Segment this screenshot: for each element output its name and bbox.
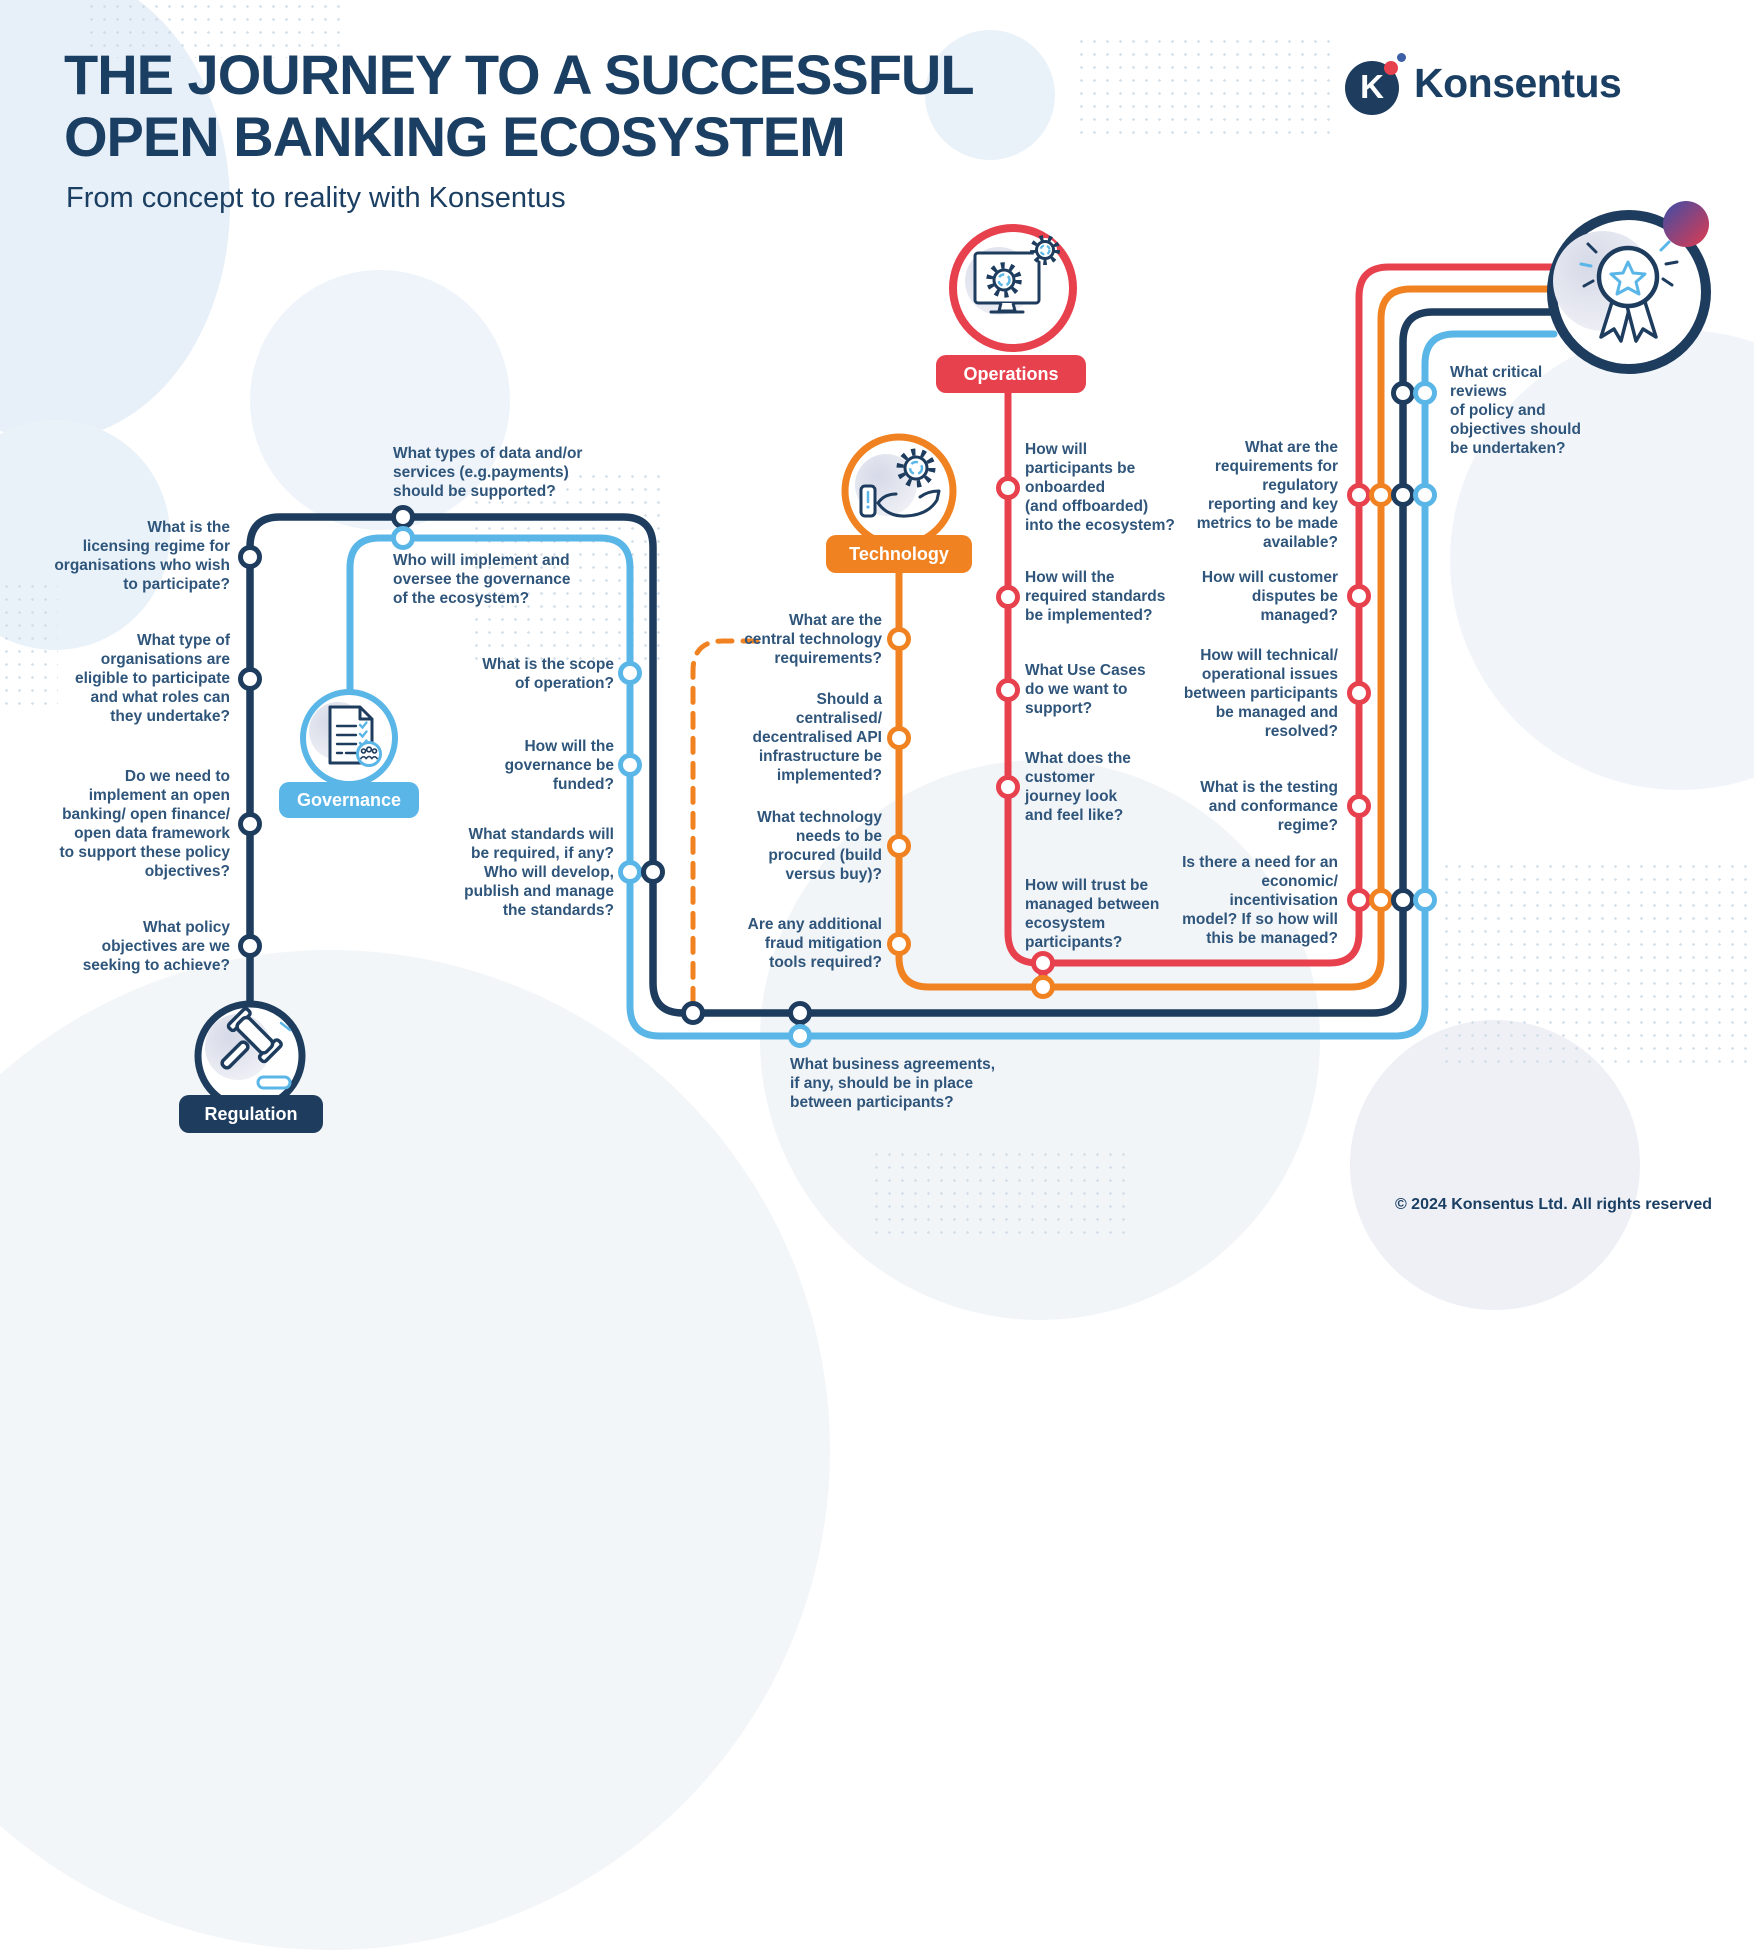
question-label-x3: How will technical/ operational issues b…: [1183, 647, 1338, 740]
regulation-track-line: [246, 308, 1556, 1017]
question-label-x5: Is there a need for an economic/ incenti…: [1182, 854, 1338, 947]
gradient-dot: [1663, 201, 1709, 247]
monitor-gears-icon: [973, 235, 1060, 314]
dot-pattern: [1075, 35, 1330, 135]
page-subtitle: From concept to reality with Konsentus: [66, 182, 566, 214]
question-label-o1: How will participants be onboarded (and …: [1025, 441, 1175, 534]
background-blob: [925, 30, 1055, 160]
page-title: THE JOURNEY TO A SUCCESSFUL OPEN BANKING…: [64, 43, 975, 168]
question-label-x1: What are the requirements for regulatory…: [1196, 439, 1338, 551]
question-label-t1: What are the central technology requirem…: [744, 612, 882, 667]
document-checklist-icon: [328, 705, 382, 767]
question-label-t2: Should a centralised/ decentralised API …: [752, 691, 882, 784]
logo-red-dot: [1384, 61, 1398, 75]
question-label-o5: How will trust be managed between ecosys…: [1025, 877, 1160, 951]
question-label-r1: What is the licensing regime for organis…: [54, 519, 230, 593]
konsentus-logo-icon: K: [1345, 61, 1399, 115]
copyright-text: © 2024 Konsentus Ltd. All rights reserve…: [1394, 1196, 1712, 1213]
hand-gear-icon: [859, 448, 941, 518]
question-label-t3: What technology needs to be procured (bu…: [757, 809, 882, 883]
question-label-g1: Who will implement and oversee the gover…: [393, 552, 571, 607]
operations-track-line: [1004, 263, 1562, 967]
logo-monogram: K: [1360, 68, 1384, 105]
technology-badge: Technology: [826, 535, 972, 573]
question-label-r3: Do we need to implement an open banking/…: [59, 768, 230, 880]
logo-brand-name: Konsentus: [1414, 60, 1622, 106]
technology-track-line: [895, 285, 1558, 991]
regulation-icon-circle: [194, 1000, 306, 1112]
question-label-g4: What standards will be required, if any?…: [464, 826, 614, 919]
logo-blue-dot: [1397, 53, 1406, 62]
regulation-badge: Regulation: [179, 1095, 323, 1133]
question-label-x6: What critical reviews of policy and obje…: [1450, 364, 1581, 457]
question-label-o2: How will the required standards be imple…: [1025, 569, 1166, 624]
dot-pattern: [85, 0, 350, 58]
question-label-r2: What type of organisations are eligible …: [74, 632, 230, 725]
dot-pattern: [870, 1148, 1135, 1241]
governance-track-line: [346, 330, 1558, 1040]
technology-icon-circle: [841, 433, 957, 549]
question-label-o4: What does the customer journey look and …: [1025, 750, 1131, 824]
question-label-g2: What is the scope of operation?: [482, 656, 614, 692]
journey-diagram: [194, 201, 1711, 1112]
governance-badge: Governance: [279, 782, 419, 818]
question-label-o3: What Use Cases do we want to support?: [1025, 662, 1146, 717]
operations-badge: Operations: [936, 355, 1086, 393]
gavel-icon: [220, 1007, 283, 1070]
milestone-nodes: [238, 381, 1437, 1048]
dot-pattern: [0, 580, 58, 710]
question-label-r5: What types of data and/or services (e.g.…: [393, 445, 583, 500]
milestone-award-circle: [1547, 201, 1711, 374]
background-blob: [250, 270, 510, 530]
question-label-r4: What policy objectives are we seeking to…: [82, 919, 230, 974]
operations-icon-circle: [949, 224, 1077, 352]
dot-pattern: [1440, 860, 1752, 1065]
question-label-x2: How will customer disputes be managed?: [1201, 569, 1338, 624]
award-rosette-icon: [1579, 240, 1679, 343]
question-label-g5: What business agreements, if any, should…: [790, 1056, 996, 1111]
question-label-g3: How will the governance be funded?: [504, 738, 614, 793]
technology-dashed-connector-line: [690, 638, 760, 1011]
question-label-t4: Are any additional fraud mitigation tool…: [747, 916, 882, 971]
question-label-x4: What is the testing and conformance regi…: [1200, 779, 1338, 834]
